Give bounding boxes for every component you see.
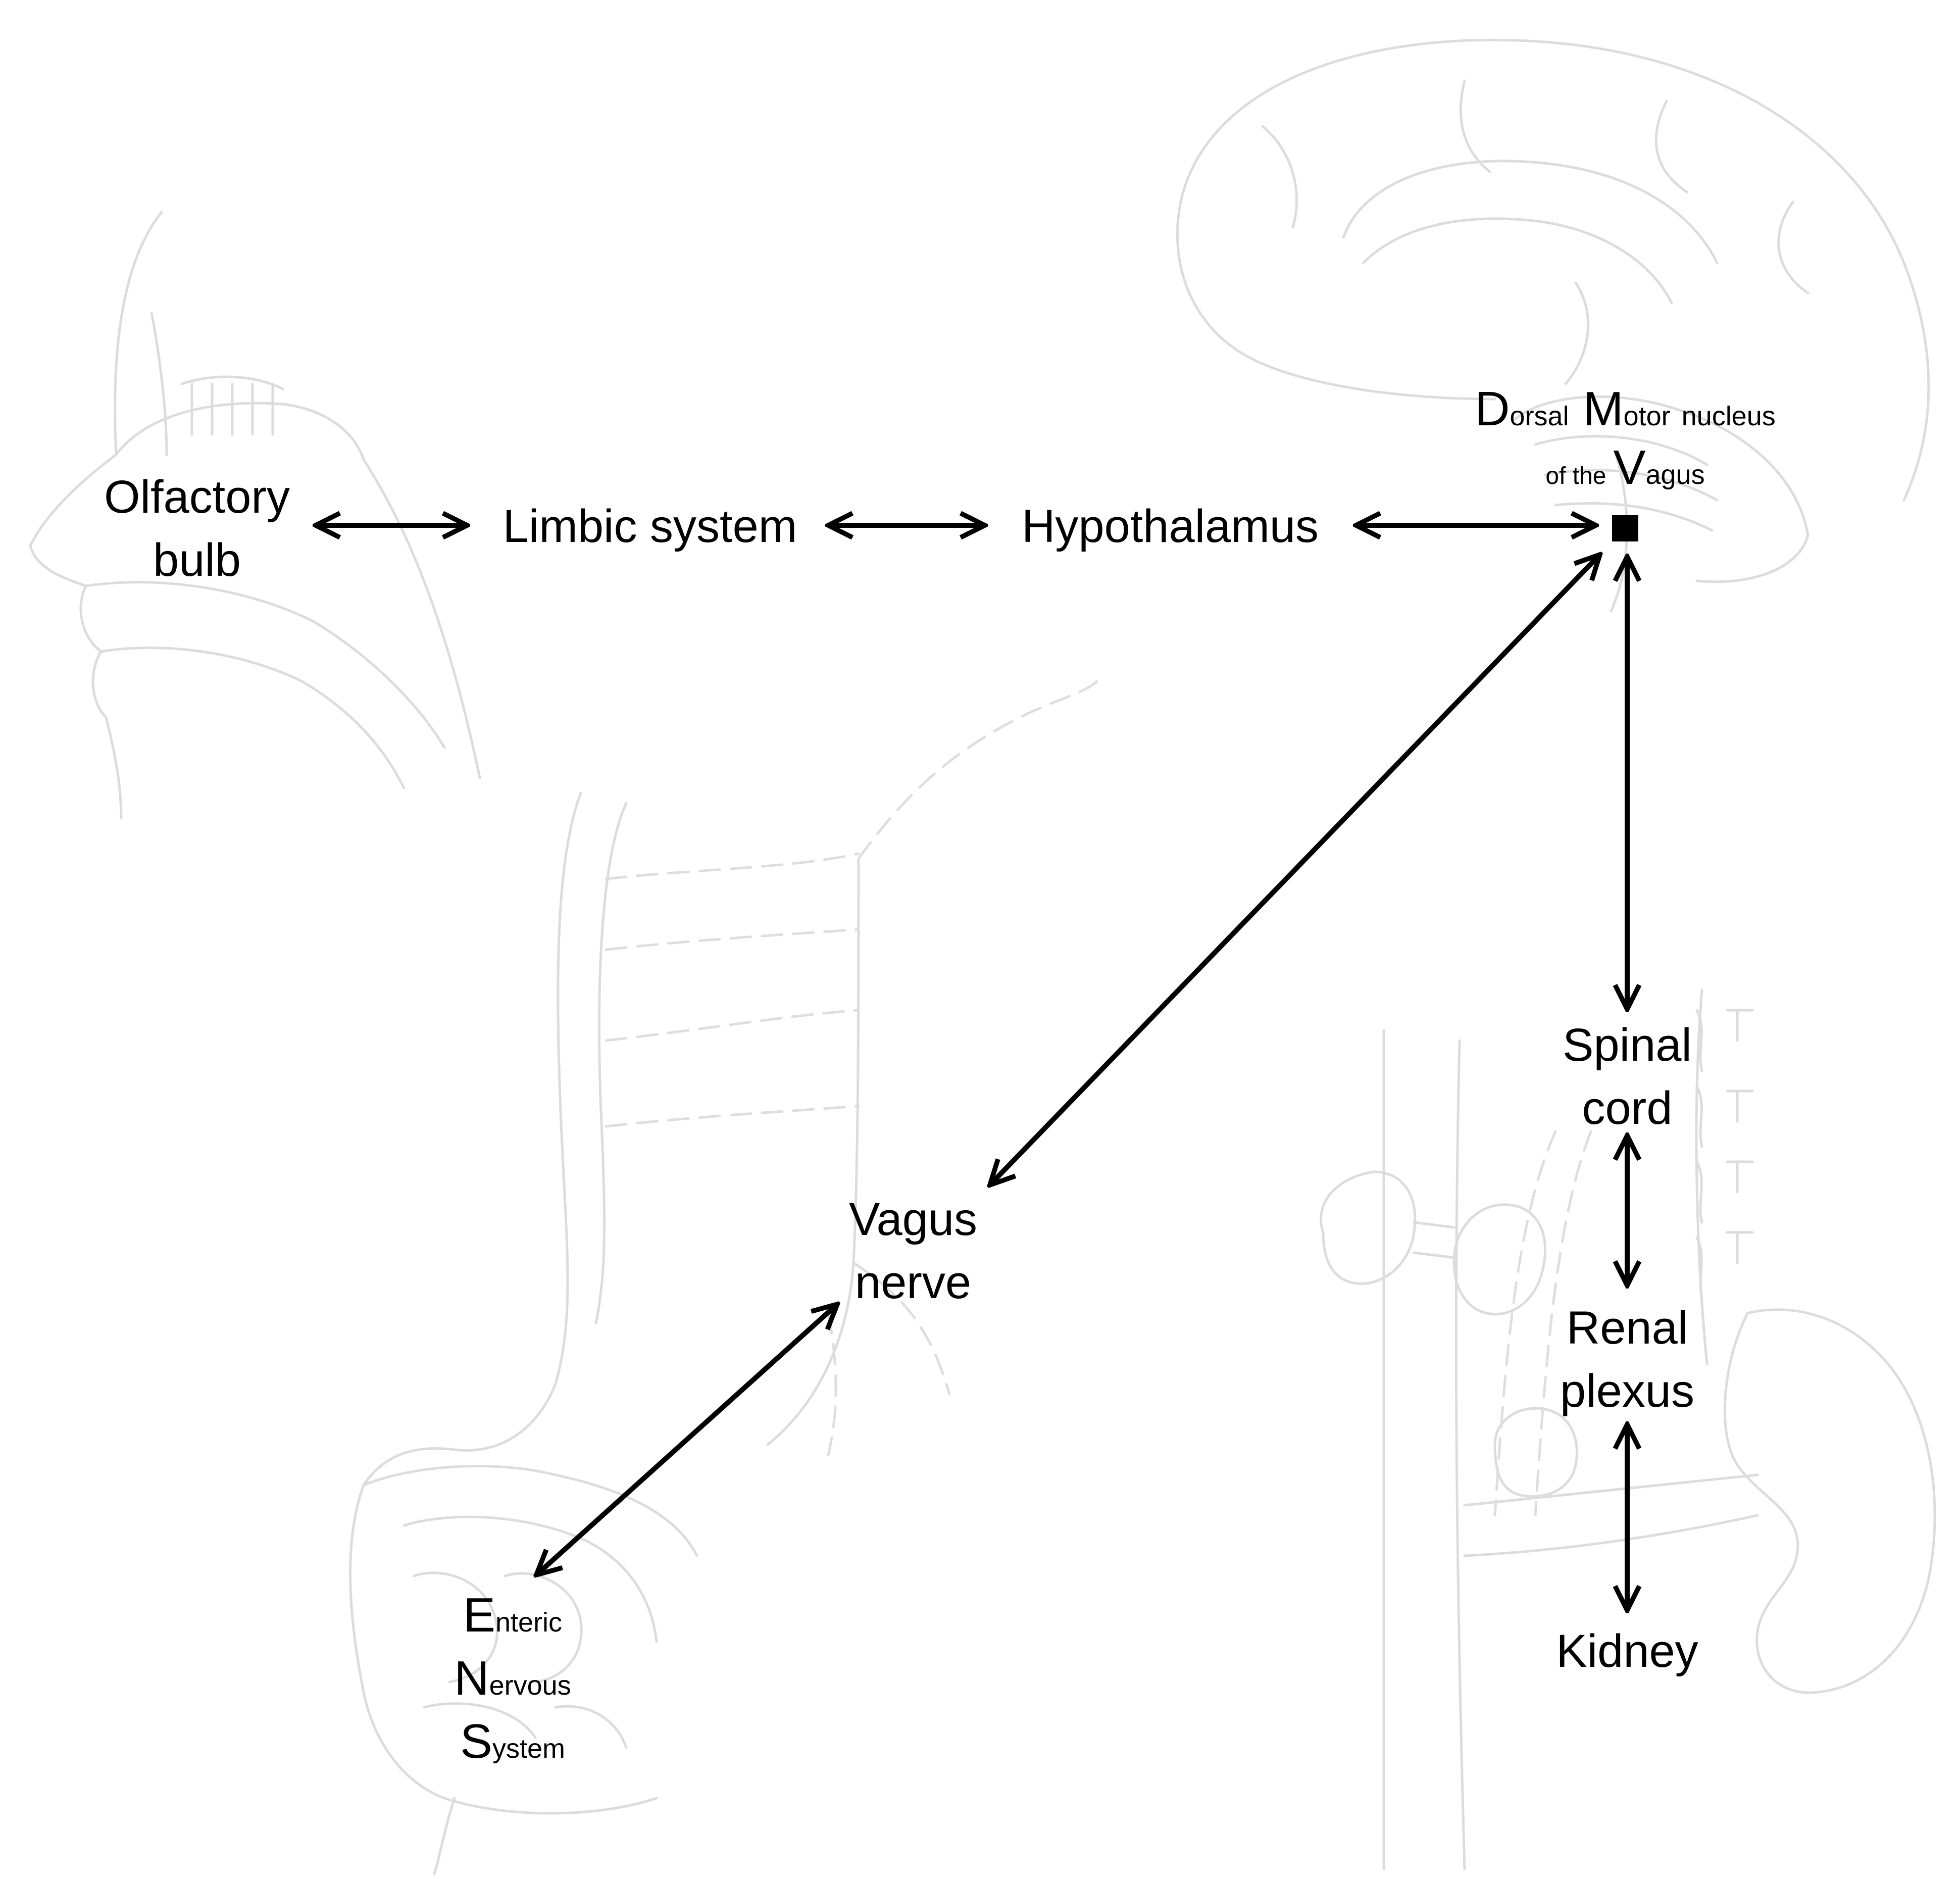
stomach-sketch bbox=[362, 675, 1102, 1487]
label-olfactory-bulb: Olfactory bulb bbox=[104, 471, 290, 586]
vagus-line1: Vagus bbox=[849, 1194, 977, 1245]
head-profile-sketch bbox=[29, 211, 481, 820]
dmv-line2: of the Vagus bbox=[1545, 440, 1704, 495]
ens-line3: System bbox=[460, 1714, 565, 1768]
dmv-cap-v: V bbox=[1613, 440, 1645, 495]
ens-cap-n: N bbox=[454, 1651, 489, 1705]
label-renal-plexus: Renal plexus bbox=[1560, 1302, 1694, 1417]
ens-rest-ystem: ystem bbox=[492, 1734, 565, 1764]
dmv-node-square bbox=[1612, 515, 1638, 541]
arrow-dmv-vagus bbox=[990, 555, 1600, 1185]
kidney-sketch bbox=[1320, 988, 1936, 1870]
renal-line2: plexus bbox=[1560, 1365, 1694, 1417]
dmv-rest-otor: otor bbox=[1624, 401, 1671, 431]
label-limbic-system: Limbic system bbox=[503, 501, 797, 552]
dmv-of-the: of the bbox=[1545, 463, 1606, 489]
spinal-line2: cord bbox=[1582, 1082, 1673, 1134]
spinal-line1: Spinal bbox=[1563, 1019, 1692, 1071]
label-dmv: Dorsal Motor nucleus of the Vagus bbox=[1475, 382, 1776, 495]
dmv-rest-agus: agus bbox=[1646, 460, 1705, 490]
dmv-cap-d: D bbox=[1475, 382, 1510, 436]
ens-rest-nteric: nteric bbox=[495, 1607, 562, 1638]
dmv-rest-orsal: orsal bbox=[1510, 401, 1569, 431]
label-hypothalamus: Hypothalamus bbox=[1022, 501, 1319, 552]
arrow-vagus-ens bbox=[536, 1304, 837, 1575]
vagus-line2: nerve bbox=[855, 1257, 971, 1308]
label-spinal-cord: Spinal cord bbox=[1563, 1019, 1692, 1134]
label-kidney: Kidney bbox=[1556, 1625, 1698, 1677]
olfactory-line1: Olfactory bbox=[104, 471, 290, 523]
ens-line1: Enteric bbox=[463, 1588, 562, 1642]
ens-line2: Nervous bbox=[454, 1651, 571, 1705]
ens-cap-s: S bbox=[460, 1714, 492, 1768]
dmv-line1: Dorsal Motor nucleus bbox=[1475, 382, 1776, 436]
label-ens: Enteric Nervous System bbox=[454, 1588, 571, 1768]
dmv-cap-m: M bbox=[1583, 382, 1624, 436]
dmv-rest-nucleus: nucleus bbox=[1682, 401, 1776, 431]
arrows bbox=[316, 525, 1627, 1610]
label-vagus-nerve: Vagus nerve bbox=[849, 1194, 977, 1308]
renal-line1: Renal bbox=[1567, 1302, 1688, 1354]
ens-rest-ervous: ervous bbox=[489, 1670, 571, 1701]
ens-cap-e: E bbox=[463, 1588, 495, 1642]
olfactory-line2: bulb bbox=[153, 534, 241, 586]
